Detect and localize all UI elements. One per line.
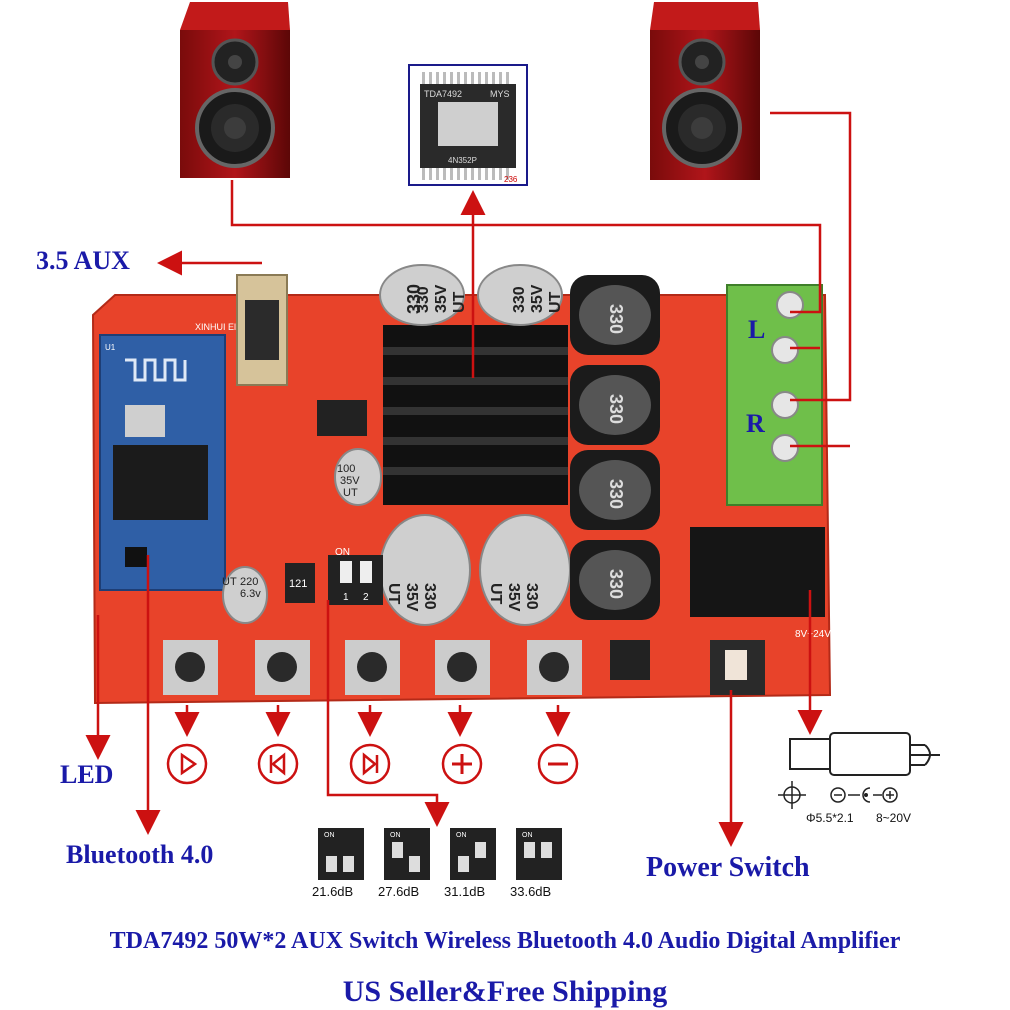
resistor-code: 121 bbox=[289, 578, 307, 590]
tactile-button-2 bbox=[255, 640, 310, 695]
gain-value-1: 21.6dB bbox=[312, 884, 353, 899]
aux-label: 3.5 AUX bbox=[36, 246, 130, 275]
chip-code: 4N352P bbox=[448, 156, 477, 165]
right-speaker bbox=[650, 2, 760, 180]
gain-value-4: 33.6dB bbox=[510, 884, 551, 899]
amplifier-chip-inset: TDA7492 MYS 4N352P 236 bbox=[408, 64, 528, 186]
dc-plug-diagram: Φ5.5*2.1 8~20V bbox=[778, 732, 940, 825]
capacitor-top-right bbox=[477, 264, 563, 326]
next-icon bbox=[349, 743, 391, 785]
gain-value-2: 27.6dB bbox=[378, 884, 419, 899]
svg-text:ON: ON bbox=[390, 832, 401, 839]
inductor-4 bbox=[570, 540, 660, 620]
inductor-2 bbox=[570, 365, 660, 445]
previous-icon bbox=[257, 743, 299, 785]
plug-spec: Φ5.5*2.1 bbox=[806, 811, 854, 825]
tactile-button-1 bbox=[163, 640, 218, 695]
gain-setting-2: ON 27.6dB bbox=[378, 828, 430, 899]
gain-setting-4: ON 33.6dB bbox=[510, 828, 562, 899]
left-speaker bbox=[180, 2, 290, 178]
chip-suffix: MYS bbox=[490, 89, 510, 99]
play-icon bbox=[166, 743, 208, 785]
left-channel-label: L bbox=[748, 315, 766, 344]
svg-text:ON: ON bbox=[522, 832, 533, 839]
svg-text:330: 330 bbox=[404, 284, 424, 314]
inductor-3 bbox=[570, 450, 660, 530]
gain-settings-table: ON 21.6dB ON 27.6dB ON 31.1dB ON 33.6dB bbox=[312, 828, 562, 899]
capacitor-medium bbox=[334, 448, 382, 506]
gain-value-3: 31.1dB bbox=[444, 884, 485, 899]
capacitor-top-left: 330 bbox=[379, 264, 465, 326]
volume-down-icon bbox=[537, 743, 579, 785]
svg-text:ON: ON bbox=[335, 547, 350, 558]
gain-setting-3: ON 31.1dB bbox=[444, 828, 496, 899]
gain-setting-1: ON 21.6dB bbox=[312, 828, 364, 899]
product-title: TDA7492 50W*2 AUX Switch Wireless Blueto… bbox=[109, 928, 901, 954]
tactile-button-3 bbox=[345, 640, 400, 695]
led-label: LED bbox=[60, 760, 114, 789]
heatsink bbox=[383, 325, 568, 505]
module-id: U1 bbox=[105, 343, 116, 352]
tactile-button-5 bbox=[527, 640, 582, 695]
svg-text:2: 2 bbox=[363, 592, 369, 603]
svg-text:1: 1 bbox=[343, 592, 349, 603]
chip-pin: 236 bbox=[504, 175, 518, 184]
power-switch-label: Power Switch bbox=[646, 852, 810, 883]
shipping-subtitle: US Seller&Free Shipping bbox=[342, 975, 668, 1008]
volume-up-icon bbox=[441, 743, 483, 785]
tactile-button-4 bbox=[435, 640, 490, 695]
voltage-mark: 8V~24V bbox=[795, 629, 831, 640]
chip-marking: TDA7492 bbox=[424, 89, 462, 99]
dc-power-jack bbox=[690, 527, 825, 617]
capacitor-small bbox=[222, 566, 268, 624]
svg-text:ON: ON bbox=[324, 832, 335, 839]
inductor-1 bbox=[570, 275, 660, 355]
board-silkscreen: XINHUI Electronic bbox=[195, 322, 268, 332]
screw-terminal bbox=[726, 284, 823, 506]
right-channel-label: R bbox=[746, 409, 765, 438]
gain-dip-switch bbox=[328, 555, 383, 605]
amplifier-board: U1 XINHUI Electronic 330 121 ON 1 2 bbox=[91, 264, 831, 705]
svg-text:ON: ON bbox=[456, 832, 467, 839]
bluetooth-label: Bluetooth 4.0 bbox=[66, 840, 214, 869]
plug-range: 8~20V bbox=[876, 811, 911, 825]
